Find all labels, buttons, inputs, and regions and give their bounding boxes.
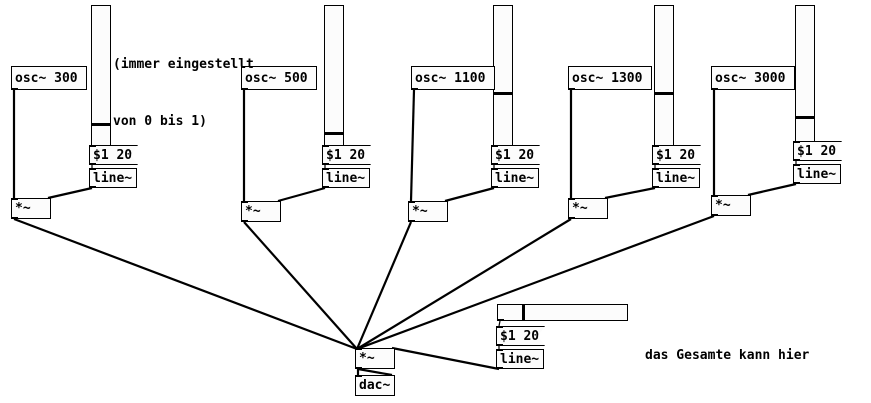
voice-1-osc-object[interactable]: osc~ 300: [11, 66, 87, 90]
voice-4-amplitude-slider[interactable]: [654, 5, 674, 148]
object-label: osc~ 1300: [572, 70, 643, 86]
object-label: line~: [495, 170, 535, 186]
object-label: *~: [15, 201, 31, 216]
voice-4-multiply-object[interactable]: *~: [568, 198, 608, 219]
master-ramp-message[interactable]: $1 20: [496, 326, 545, 346]
dac-object[interactable]: dac~: [355, 375, 395, 396]
message-label: $1 20: [93, 147, 133, 163]
comment-line-1: das Gesamte kann hier: [645, 348, 810, 363]
voice-3-amplitude-slider[interactable]: [493, 5, 513, 148]
object-label: osc~ 3000: [715, 70, 786, 86]
comment-slider-range: (immer eingestellt von 0 bis 1): [113, 17, 254, 169]
voice-3-osc-object[interactable]: osc~ 1100: [411, 66, 495, 90]
voice-2-ramp-message[interactable]: $1 20: [322, 145, 371, 165]
object-label: *~: [572, 201, 588, 216]
message-label: $1 20: [326, 147, 366, 163]
slider-knob[interactable]: [796, 116, 814, 119]
object-label: osc~ 300: [15, 70, 78, 86]
voice-5-ramp-message[interactable]: $1 20: [793, 141, 842, 161]
slider-knob[interactable]: [92, 123, 110, 126]
master-multiply-object[interactable]: *~: [355, 348, 395, 369]
voice-1-amplitude-slider[interactable]: [91, 5, 111, 148]
object-label: *~: [359, 351, 375, 366]
object-label: osc~ 1100: [415, 70, 486, 86]
voice-1-multiply-object[interactable]: *~: [11, 198, 51, 219]
object-label: line~: [500, 351, 540, 367]
master-volume-slider[interactable]: [497, 304, 628, 321]
object-label: *~: [412, 204, 428, 219]
voice-1-ramp-message[interactable]: $1 20: [89, 145, 138, 165]
message-label: $1 20: [797, 143, 837, 159]
slider-knob[interactable]: [522, 305, 525, 320]
voice-2-multiply-object[interactable]: *~: [241, 201, 281, 222]
object-label: dac~: [359, 378, 391, 393]
voice-3-ramp-message[interactable]: $1 20: [491, 145, 540, 165]
voice-4-osc-object[interactable]: osc~ 1300: [568, 66, 652, 90]
message-label: $1 20: [500, 328, 540, 344]
voice-4-line-object[interactable]: line~: [652, 168, 700, 188]
comment-line-1: (immer eingestellt: [113, 57, 254, 72]
voice-2-amplitude-slider[interactable]: [324, 5, 344, 148]
object-label: *~: [245, 204, 261, 219]
voice-2-line-object[interactable]: line~: [322, 168, 370, 188]
voice-1-line-object[interactable]: line~: [89, 168, 137, 188]
voice-3-line-object[interactable]: line~: [491, 168, 539, 188]
slider-knob[interactable]: [655, 92, 673, 95]
master-line-object[interactable]: line~: [496, 349, 544, 369]
voice-2-osc-object[interactable]: osc~ 500: [241, 66, 317, 90]
voice-3-multiply-object[interactable]: *~: [408, 201, 448, 222]
voice-4-ramp-message[interactable]: $1 20: [652, 145, 701, 165]
object-label: line~: [93, 170, 133, 186]
voice-5-osc-object[interactable]: osc~ 3000: [711, 66, 795, 90]
voice-5-line-object[interactable]: line~: [793, 164, 841, 184]
object-label: line~: [326, 170, 366, 186]
object-label: line~: [797, 166, 837, 182]
voice-5-amplitude-slider[interactable]: [795, 5, 815, 148]
comment-line-2: von 0 bis 1): [113, 114, 207, 129]
message-label: $1 20: [656, 147, 696, 163]
message-label: $1 20: [495, 147, 535, 163]
slider-knob[interactable]: [494, 92, 512, 95]
object-label: line~: [656, 170, 696, 186]
comment-master-volume: das Gesamte kann hier noch einmal gerege…: [645, 308, 856, 403]
object-label: osc~ 500: [245, 70, 308, 86]
object-label: *~: [715, 198, 731, 213]
voice-5-multiply-object[interactable]: *~: [711, 195, 751, 216]
slider-knob[interactable]: [325, 132, 343, 135]
